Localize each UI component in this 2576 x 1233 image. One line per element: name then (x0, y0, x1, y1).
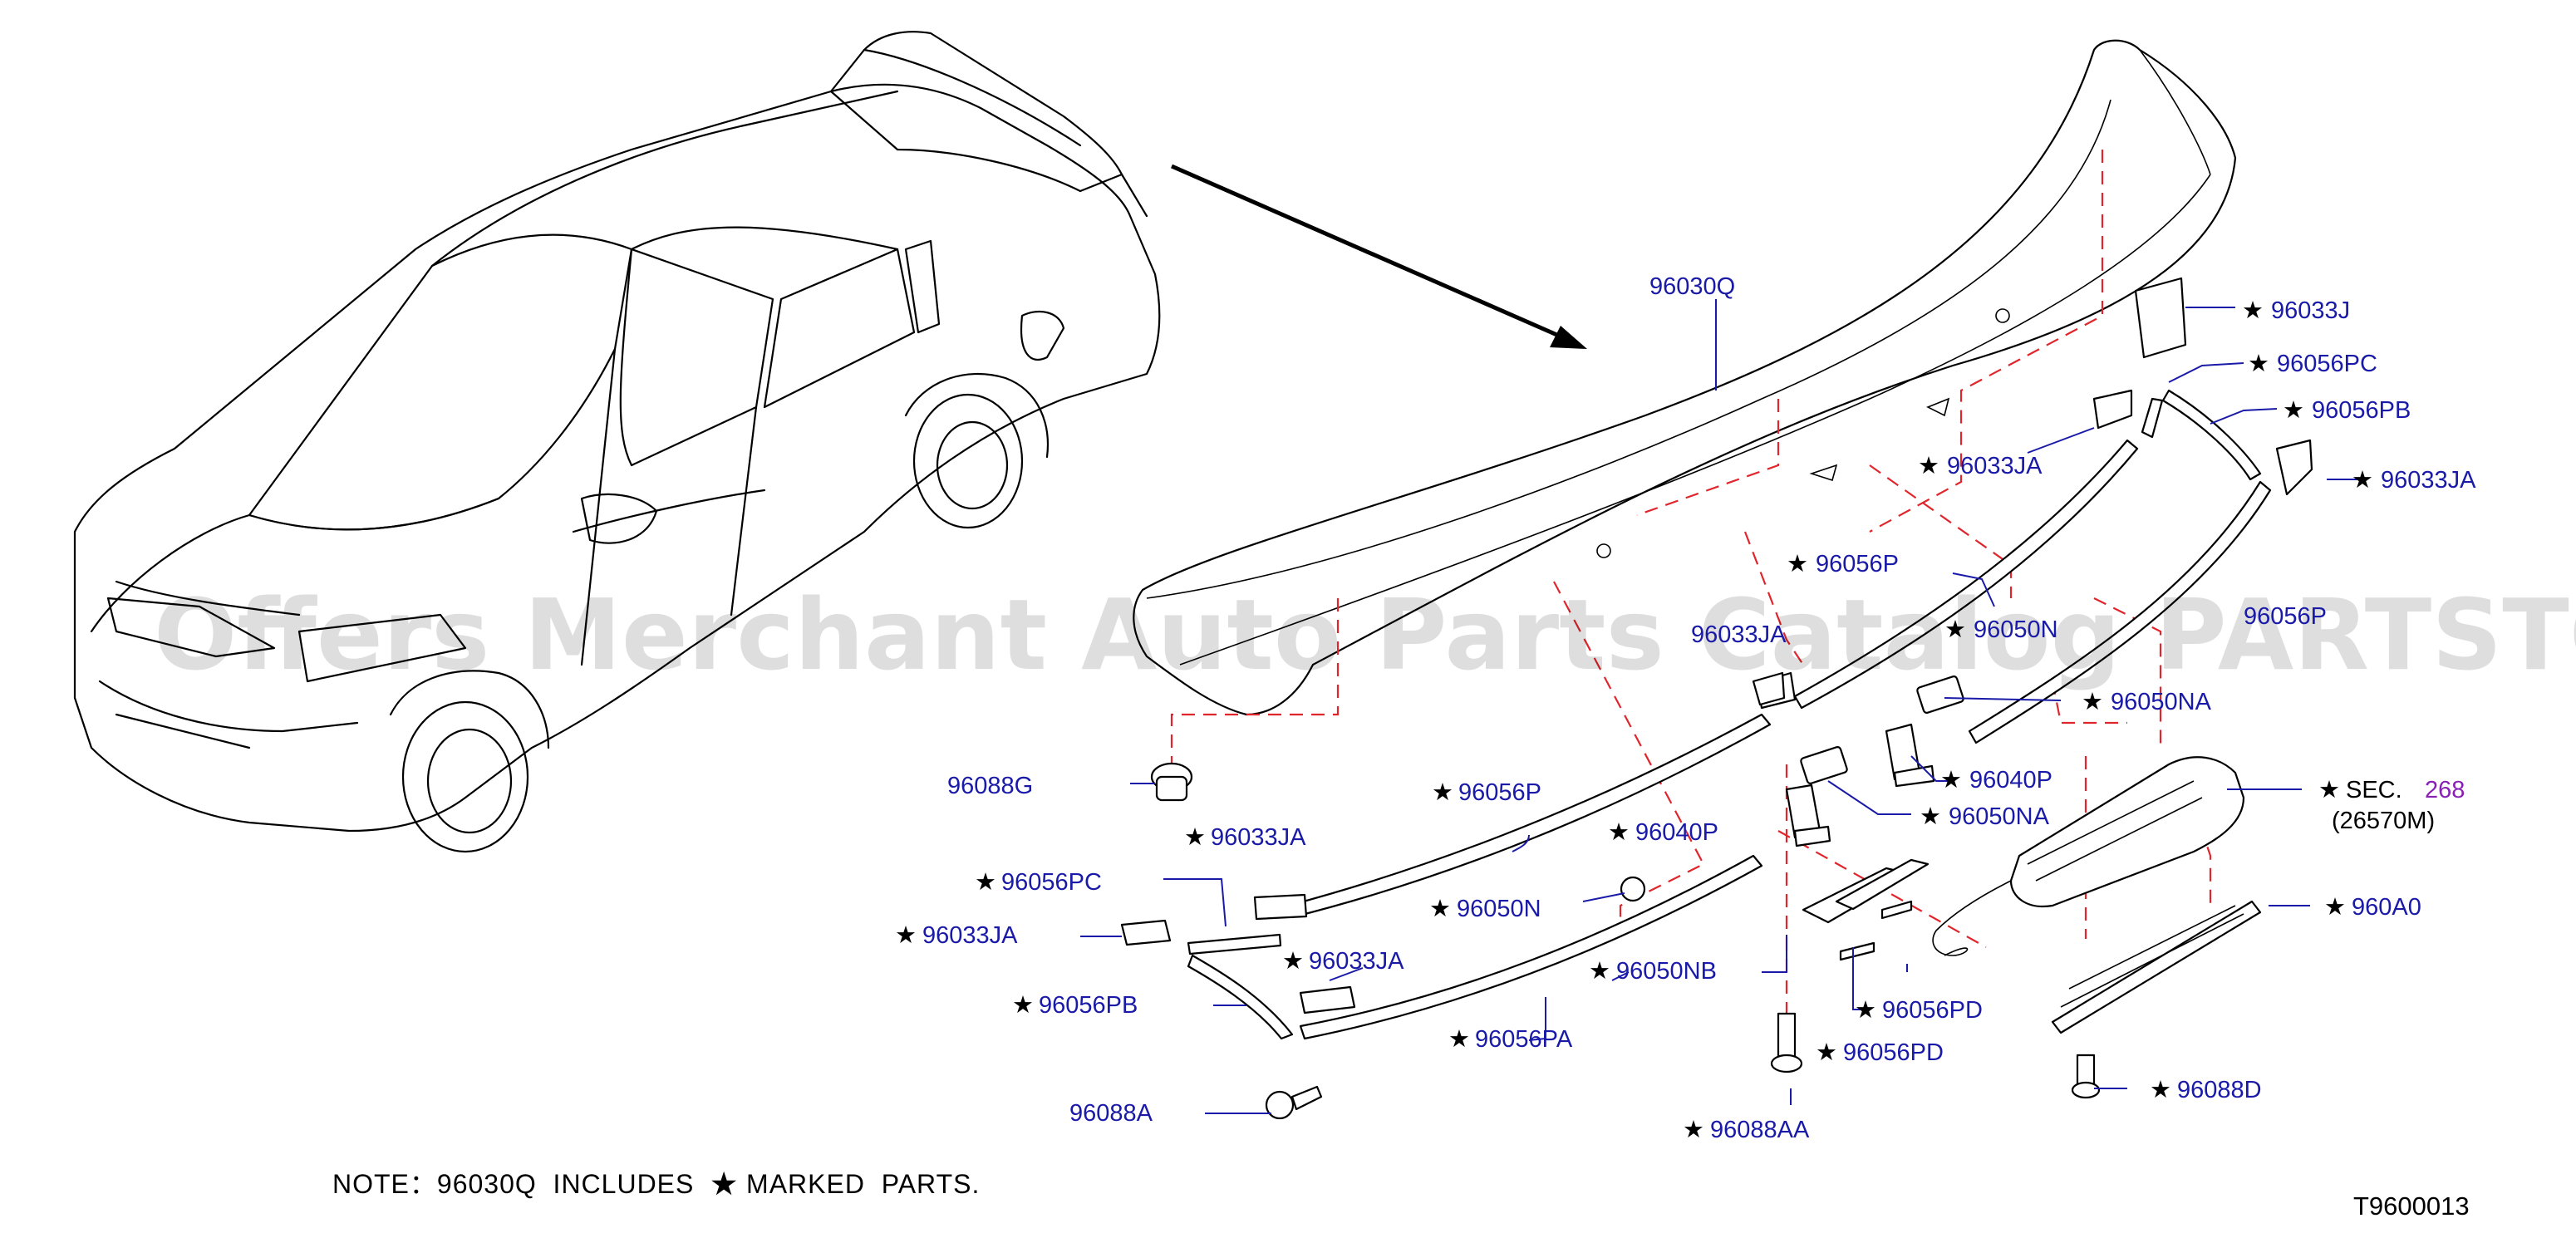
callout-96040P[interactable]: 96040P (1969, 767, 2052, 793)
star-marker: ★ (1589, 958, 1610, 985)
callout-96056PD[interactable]: 96056PD (1882, 997, 1983, 1024)
callout-96056PA[interactable]: 96056PA (1475, 1026, 1573, 1053)
star-marker: ★ (2352, 467, 2373, 494)
star-marker: ★ (1944, 616, 1966, 643)
callout-96056PB[interactable]: 96056PB (2312, 397, 2411, 424)
star-marker: ★ (2242, 297, 2264, 324)
callout-96056PD[interactable]: 96056PD (1843, 1039, 1944, 1066)
star-marker: ★ (1448, 1026, 1470, 1053)
star-marker: ★ (1608, 819, 1630, 846)
callout-96050N[interactable]: 96050N (1457, 896, 1541, 922)
star-marker: ★ (1282, 948, 1304, 975)
star-marker: ★ (2324, 894, 2346, 921)
star-marker: ★ (1918, 453, 1939, 479)
callout-96033JA[interactable]: 96033JA (1211, 824, 1306, 851)
callout-96056PC[interactable]: 96056PC (2277, 351, 2377, 377)
callout-96033JA[interactable]: 96033JA (1309, 948, 1404, 975)
star-marker: ★ (2150, 1077, 2171, 1103)
section-ref-link[interactable]: 268 (2425, 777, 2465, 803)
star-marker: ★ (2318, 777, 2340, 803)
callout-96033JA[interactable]: 96033JA (1691, 621, 1787, 648)
watermark-text: Offers Merchant Auto Parts Catalog PARTS… (154, 577, 2576, 692)
star-marker: ★ (1816, 1039, 1837, 1066)
star-marker: ★ (1920, 803, 1941, 830)
star-marker: ★ (1683, 1117, 1704, 1143)
star-marker: ★ (1787, 551, 1808, 577)
callout-96056P[interactable]: 96056P (1816, 551, 1899, 577)
star-marker: ★ (895, 922, 917, 949)
star-marker: ★ (975, 869, 996, 896)
callout-96033JA[interactable]: 96033JA (1947, 453, 2043, 479)
callout-96033J[interactable]: 96033J (2271, 297, 2350, 324)
section-ref-code: (26570M) (2332, 808, 2435, 834)
note-text: NOTE：96030Q INCLUDES ★ MARKED PARTS. (332, 1169, 980, 1199)
callout-96050N[interactable]: 96050N (1974, 616, 2058, 643)
leader-lines (1080, 299, 2360, 1114)
callout-96056PB[interactable]: 96056PB (1039, 992, 1138, 1019)
callout-96050NA[interactable]: 96050NA (1949, 803, 2050, 830)
star-marker: ★ (1855, 997, 1876, 1024)
direction-arrow (1170, 164, 1587, 349)
callout-96088A[interactable]: 96088A (1069, 1100, 1153, 1127)
callout-96088G[interactable]: 96088G (947, 773, 1033, 799)
star-marker: ★ (1429, 896, 1451, 922)
callout-labels: 96030Q ★ 96033J ★ 96056PC ★ 96056PB ★ 96… (895, 273, 2476, 1143)
callout-96050NA[interactable]: 96050NA (2111, 689, 2212, 715)
callout-96088AA[interactable]: 96088AA (1710, 1117, 1810, 1143)
star-marker: ★ (1432, 779, 1453, 806)
callout-96056P[interactable]: 96056P (2244, 603, 2327, 630)
star-marker: ★ (1184, 824, 1206, 851)
callout-96050NB[interactable]: 96050NB (1616, 958, 1717, 985)
star-marker: ★ (2248, 351, 2269, 377)
callout-96088D[interactable]: 96088D (2177, 1077, 2262, 1103)
callout-96040P[interactable]: 96040P (1635, 819, 1718, 846)
star-marker: ★ (1012, 992, 1034, 1019)
star-marker: ★ (2082, 689, 2103, 715)
diagram-code: T9600013 (2353, 1191, 2470, 1221)
callout-96033JA[interactable]: 96033JA (922, 922, 1018, 949)
rear-spoiler-assembly (1133, 39, 2237, 716)
star-marker: ★ (2283, 397, 2304, 424)
callout-96056PC[interactable]: 96056PC (1001, 869, 1102, 896)
callout-96056P[interactable]: 96056P (1458, 779, 1541, 806)
callout-960A0[interactable]: 960A0 (2352, 894, 2421, 921)
callout-96033JA[interactable]: 96033JA (2381, 467, 2476, 494)
car-illustration (73, 31, 1161, 853)
component-parts (1120, 277, 2313, 1120)
callout-96030Q[interactable]: 96030Q (1649, 273, 1735, 300)
star-marker: ★ (1940, 767, 1962, 793)
section-ref-prefix: SEC. (2346, 777, 2402, 803)
